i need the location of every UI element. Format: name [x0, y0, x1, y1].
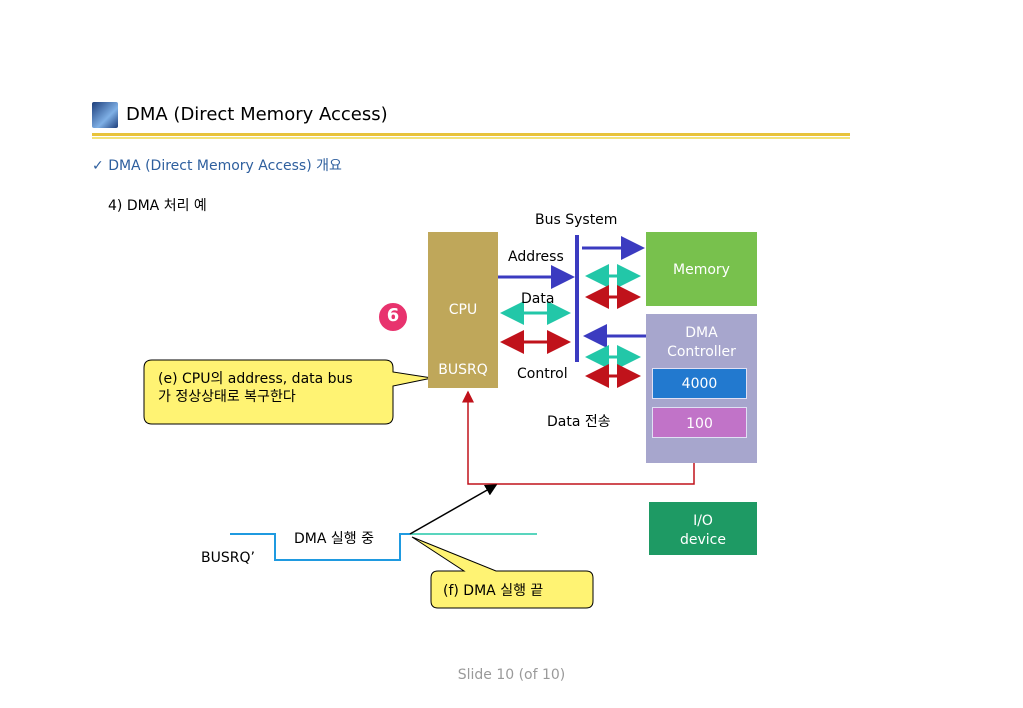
- io-device-label-1: I/O: [693, 513, 713, 529]
- callout-e-line-1: (e) CPU의 address, data bus: [158, 371, 353, 387]
- bus-system-label: Bus System: [535, 212, 618, 228]
- io-device-label-2: device: [680, 532, 726, 548]
- address-label: Address: [508, 249, 564, 265]
- callout-e-shape: [143, 359, 433, 425]
- cpu-box: [428, 232, 498, 388]
- callout-f-shape: [411, 536, 594, 609]
- step-number-circle: [377, 301, 409, 333]
- address-register-value: 4000: [681, 376, 718, 392]
- subtitle-text: DMA (Direct Memory Access) 개요: [108, 158, 342, 174]
- count-register: [652, 407, 747, 438]
- bus-line: [575, 235, 579, 362]
- title-logo-icon: [92, 102, 118, 128]
- busrq-prime-label: BUSRQ’: [201, 550, 255, 566]
- callout-f-text: (f) DMA 실행 끝: [443, 583, 544, 599]
- step-heading: 4) DMA 처리 예: [108, 198, 207, 214]
- dma-controller-label-1: DMA: [685, 325, 718, 341]
- dma-controller-label-2: Controller: [667, 344, 736, 360]
- busrq-waveform: [230, 533, 410, 561]
- end-pointer-arrow: [409, 484, 498, 535]
- control-label: Control: [517, 366, 568, 382]
- slide-footer: Slide 10 (of 10): [457, 667, 566, 683]
- step-number: 6: [386, 305, 400, 326]
- section-subtitle: ✓ DMA (Direct Memory Access) 개요: [92, 155, 342, 175]
- dma-running-label: DMA 실행 중: [294, 531, 374, 547]
- data-transfer-label: Data 전송: [547, 414, 611, 430]
- title-underline-2: [92, 137, 850, 139]
- io-device-box: [649, 502, 757, 555]
- check-icon: ✓: [92, 158, 104, 174]
- title-underline: [92, 133, 850, 136]
- page-title: DMA (Direct Memory Access): [126, 104, 388, 125]
- memory-box: [646, 232, 757, 306]
- address-register: [652, 368, 747, 399]
- memory-label: Memory: [673, 262, 730, 278]
- callout-e-line-2: 가 정상상태로 복구한다: [158, 389, 296, 405]
- busrq-connector: [462, 390, 695, 485]
- count-register-value: 100: [686, 416, 713, 432]
- busrq-label: BUSRQ: [438, 362, 488, 378]
- cpu-label: CPU: [448, 302, 478, 318]
- data-label: Data: [521, 291, 555, 307]
